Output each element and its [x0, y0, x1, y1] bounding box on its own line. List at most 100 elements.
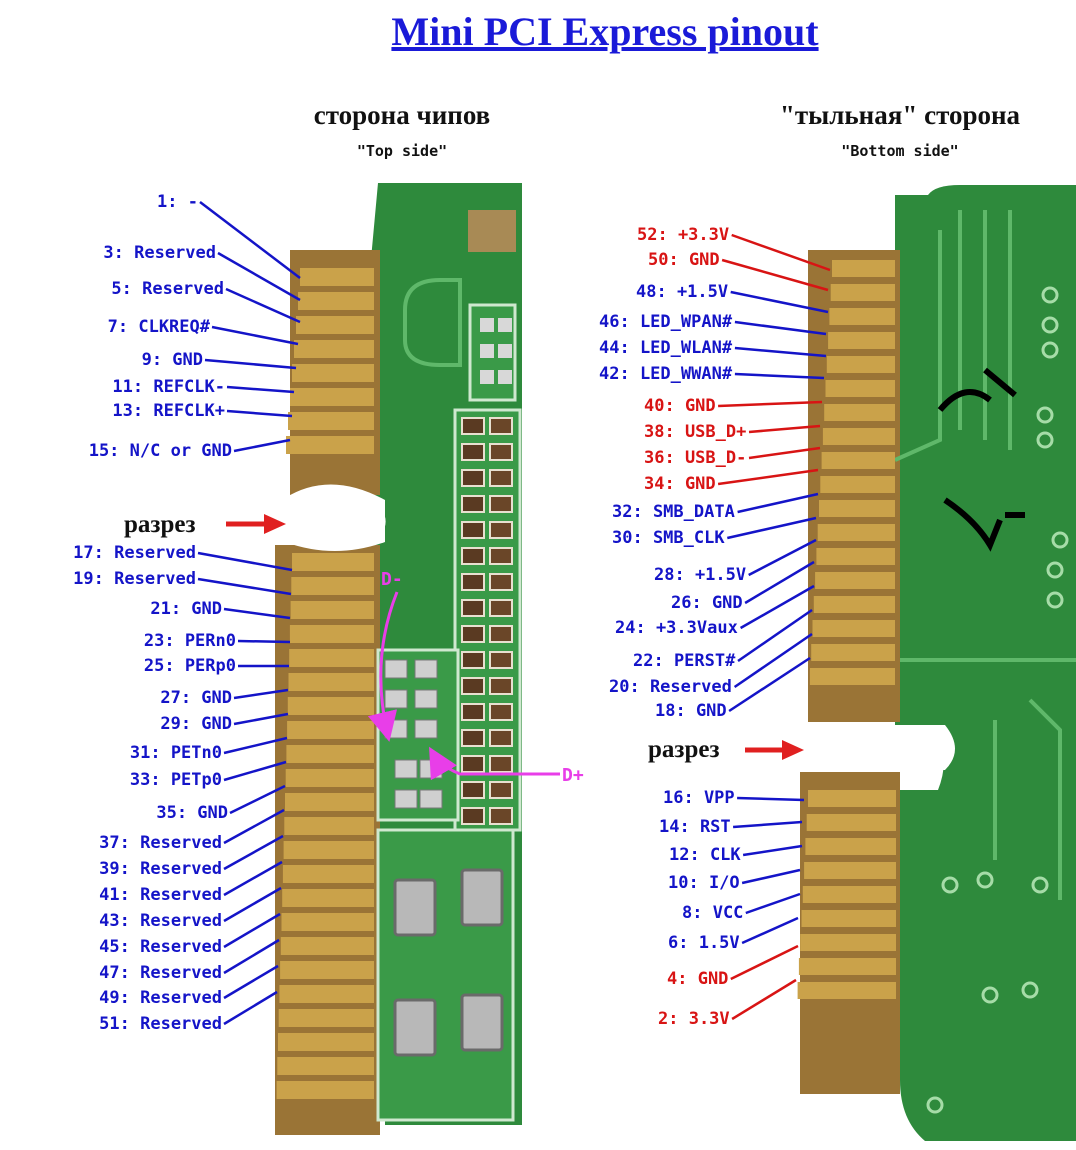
gold-finger-pad	[802, 886, 896, 903]
solder-pad	[394, 759, 418, 779]
bottom-leader-line	[718, 400, 823, 408]
solder-pad	[498, 344, 512, 358]
top-side-subheading: "Top side"	[356, 142, 448, 160]
solder-pad	[480, 318, 494, 332]
bottom-pin-label: 8: VCC	[682, 903, 743, 923]
bottom-leader-line	[733, 632, 813, 689]
gold-finger-pad	[282, 889, 374, 907]
top-leader-line	[197, 551, 293, 572]
solder-pad	[419, 789, 443, 809]
bottom-pin-label: 16: VPP	[663, 788, 735, 808]
gold-finger-pad	[288, 412, 374, 430]
bottom-side-board	[797, 185, 1076, 1141]
gold-finger-pad	[282, 865, 374, 883]
via-hole	[1051, 531, 1069, 549]
gold-finger-pad	[804, 862, 896, 879]
gold-finger-pad	[277, 1057, 374, 1075]
bottom-leader-line	[727, 516, 817, 540]
top-pin-label: 49: Reserved	[99, 988, 222, 1008]
gold-finger-pad	[809, 668, 895, 685]
top-leader-line	[233, 688, 289, 700]
red-arrow-icon	[782, 740, 804, 760]
smd-component	[489, 443, 513, 461]
bottom-pin-label: 46: LED_WPAN#	[599, 312, 733, 332]
top-leader-line	[223, 938, 280, 975]
gold-finger-pad	[828, 332, 895, 349]
bottom-leader-line	[737, 796, 805, 802]
gold-finger-pad	[801, 910, 896, 927]
bottom-cut-label: разрез	[648, 736, 720, 763]
top-leader-line	[223, 760, 287, 782]
gold-finger-pad	[298, 292, 374, 310]
bottom-pin-label: 40: GND	[644, 396, 716, 416]
gold-finger-pad	[294, 340, 374, 358]
bottom-leader-line	[737, 608, 813, 663]
bottom-pin-label: 52: +3.3V	[637, 225, 729, 245]
smd-component	[489, 469, 513, 487]
smd-component	[461, 599, 485, 617]
gold-finger-pad	[278, 1033, 374, 1051]
top-leader-line	[197, 577, 292, 596]
usb-annotation: D- D+	[367, 569, 584, 786]
solder-pad	[414, 719, 438, 739]
top-pin-label: 15: N/C or GND	[89, 441, 232, 461]
bottom-leader-line	[745, 892, 801, 915]
top-cut-label: разрез	[124, 511, 196, 538]
bottom-pin-label: 20: Reserved	[609, 677, 732, 697]
smd-component	[489, 703, 513, 721]
smd-component	[461, 417, 485, 435]
gold-finger-pad	[820, 476, 895, 493]
bottom-leader-line	[742, 844, 803, 857]
gold-finger-pad	[288, 673, 374, 691]
bottom-pin-label: 44: LED_WLAN#	[599, 338, 733, 358]
smd-component	[489, 625, 513, 643]
solder-pad	[460, 993, 504, 1052]
gold-finger-pad	[813, 596, 895, 613]
top-leader-line	[211, 325, 299, 346]
via-hole	[1041, 341, 1059, 359]
d-minus-label: D-	[381, 569, 403, 590]
smd-component	[461, 651, 485, 669]
bottom-pin-label: 4: GND	[667, 969, 728, 989]
bottom-pin-label: 30: SMB_CLK	[612, 528, 725, 548]
solder-pad	[384, 689, 408, 709]
top-side-board	[250, 183, 522, 1141]
solder-pad	[460, 868, 504, 927]
solder-pad	[384, 659, 408, 679]
gold-finger-pad	[822, 428, 895, 445]
bottom-leader-line	[733, 820, 803, 829]
gold-finger-pad	[819, 500, 895, 517]
gold-finger-pad	[798, 958, 896, 975]
bottom-pin-label: 32: SMB_DATA	[612, 502, 735, 522]
gold-finger-pad	[283, 841, 374, 859]
d-plus-label: D+	[562, 765, 584, 786]
gold-finger-pad	[286, 436, 374, 454]
top-leader-line	[226, 409, 293, 418]
gold-finger-pad	[815, 572, 895, 589]
bottom-pin-label: 26: GND	[671, 593, 743, 613]
gold-finger-pad	[287, 721, 374, 739]
bottom-pin-label: 24: +3.3Vaux	[615, 618, 738, 638]
gold-finger-pad	[816, 548, 895, 565]
gold-finger-pad	[289, 649, 374, 667]
gold-finger-pad	[800, 934, 896, 951]
smd-component	[489, 417, 513, 435]
gold-finger-pad	[290, 388, 374, 406]
top-pin-label: 13: REFCLK+	[112, 401, 225, 421]
top-pin-label: 45: Reserved	[99, 937, 222, 957]
top-pin-label: 41: Reserved	[99, 885, 222, 905]
top-leader-line	[223, 607, 291, 620]
top-pin-label: 23: PERn0	[144, 631, 236, 651]
via-hole	[981, 986, 999, 1004]
top-leader-line	[204, 358, 297, 370]
solder-pad	[393, 878, 437, 937]
top-leader-line	[233, 712, 289, 726]
via-hole	[941, 876, 959, 894]
gold-finger-pad	[284, 817, 374, 835]
bottom-leader-line	[731, 978, 797, 1021]
bottom-leader-line	[748, 424, 821, 434]
gold-finger-pad	[279, 985, 374, 1003]
smd-component	[461, 729, 485, 747]
bottom-leader-line	[741, 868, 801, 885]
solder-pad	[498, 318, 512, 332]
